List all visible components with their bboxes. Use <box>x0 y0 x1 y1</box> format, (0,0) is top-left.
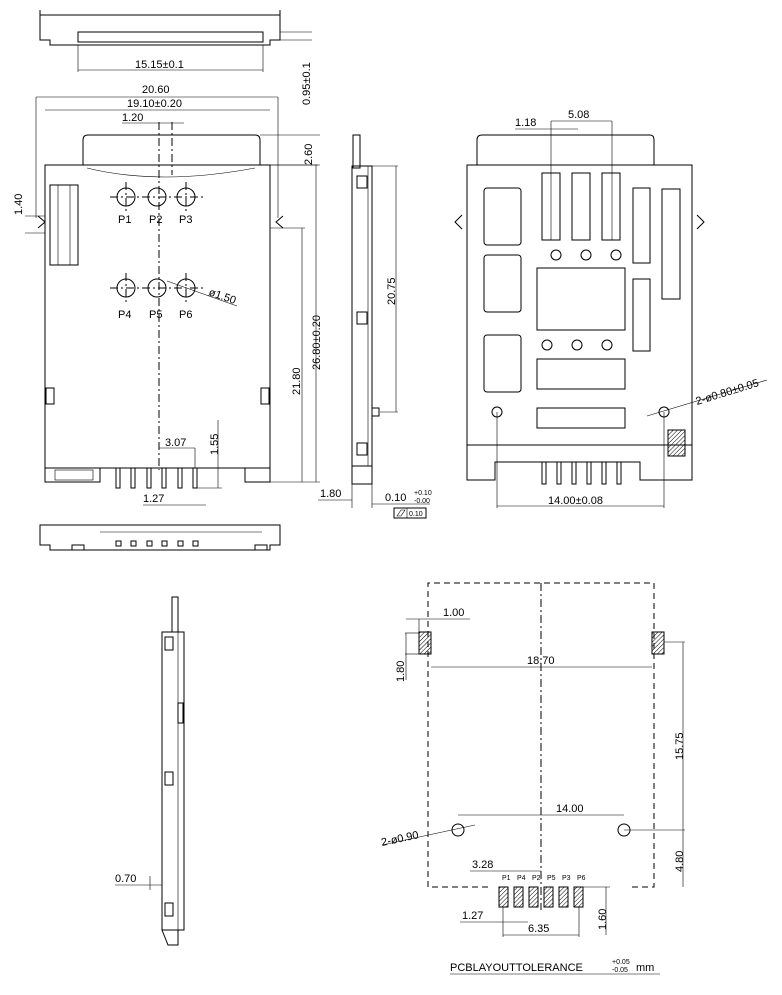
top-width-dim: 15.15±0.1 <box>135 59 184 71</box>
contact-diameter-dim: ø1.50 <box>207 286 238 307</box>
contact-label-p4: P4 <box>118 309 131 321</box>
pcb-pads <box>498 886 584 908</box>
flatness-dim: 0.10 <box>385 492 406 504</box>
dim-5-08: 5.08 <box>568 109 589 121</box>
tab-height-dim: 2.60 <box>303 144 315 165</box>
bottom-view <box>39 524 281 551</box>
latch-height-dim: 1.40 <box>13 194 25 215</box>
contact-label-p2: P2 <box>149 214 162 226</box>
tolerance-label: PCBLAYOUTTOLERANCE <box>450 962 583 974</box>
side-thickness-dim: 1.80 <box>320 488 341 500</box>
tolerance-unit: mm <box>636 962 654 974</box>
lower-side-dim: 0.70 <box>115 873 136 885</box>
hole-to-edge-dim: 4.80 <box>674 851 686 872</box>
pin-label-5: P3 <box>562 875 571 882</box>
pad-width-dim: 1.00 <box>443 607 464 619</box>
pin-offset-dim: 3.28 <box>472 859 493 871</box>
dim-21-80: 21.80 <box>291 367 303 395</box>
pin-label-6: P6 <box>577 875 586 882</box>
pin-offset-dim: 3.07 <box>165 437 186 449</box>
contact-label-p1: P1 <box>118 214 131 226</box>
pcb-pin-pitch-dim: 1.27 <box>462 910 483 922</box>
pin-label-3: P2 <box>532 875 541 882</box>
contact-label-p6: P6 <box>179 309 192 321</box>
holes-dim: 2-ø0.90 <box>380 829 420 849</box>
top-height-dim: 0.95±0.1 <box>301 62 313 105</box>
flatness-box: 0.10 <box>409 511 423 518</box>
pad-height-dim: 1.80 <box>395 661 407 682</box>
pad-to-hole-dim: 15.75 <box>674 732 686 760</box>
pin-length-dim: 1.55 <box>209 434 221 455</box>
tolerance-minus: -0.05 <box>612 967 628 974</box>
overall-width-dim: 20.60 <box>142 84 170 96</box>
flatness-tol-plus: +0.10 <box>414 490 432 497</box>
side-length-dim: 20.75 <box>386 277 398 305</box>
contact-label-p5: P5 <box>149 309 162 321</box>
peg-holes-dim: 2-ø0.80±0.05 <box>694 377 760 408</box>
flatness-tol-minus: -0.00 <box>414 498 430 505</box>
pin-label-1: P1 <box>502 875 511 882</box>
offset-dim: 1.20 <box>122 112 143 124</box>
back-pins <box>541 461 622 485</box>
dim-1-18: 1.18 <box>515 117 536 129</box>
pad-span-dim: 18.70 <box>527 655 555 667</box>
peg-spacing-dim: 14.00±0.08 <box>548 495 603 507</box>
pin-length-dim: 1.60 <box>597 909 609 930</box>
overall-length-dim: 26.80±0.20 <box>311 315 323 370</box>
body-width-dim: 19.10±0.20 <box>127 98 182 110</box>
back-view: 5.08 1.18 2-ø0.80±0.05 14.00±0.08 <box>454 109 768 508</box>
pin-span-dim: 6.35 <box>528 923 549 935</box>
tolerance-plus: +0.05 <box>612 959 630 966</box>
pin-label-4: P5 <box>547 875 556 882</box>
front-view: 20.60 19.10±0.20 1.20 2.60 1.40 P1 P2 P3… <box>13 84 323 506</box>
front-pins <box>115 467 198 489</box>
lower-side-view: 0.70 <box>115 596 185 946</box>
hole-spacing-dim: 14.00 <box>556 803 584 815</box>
contact-circles <box>110 182 203 303</box>
contact-label-p3: P3 <box>179 214 192 226</box>
top-view: 15.15±0.1 0.95±0.1 <box>39 10 313 105</box>
pcb-layout: 1.00 1.80 18.70 15.75 14.00 2-ø0.90 4.80… <box>380 582 686 975</box>
pin-label-2: P4 <box>517 875 526 882</box>
pin-pitch-dim: 1.27 <box>143 493 164 505</box>
side-view: 20.75 1.80 0.10 +0.10 -0.00 0.10 <box>318 134 432 519</box>
